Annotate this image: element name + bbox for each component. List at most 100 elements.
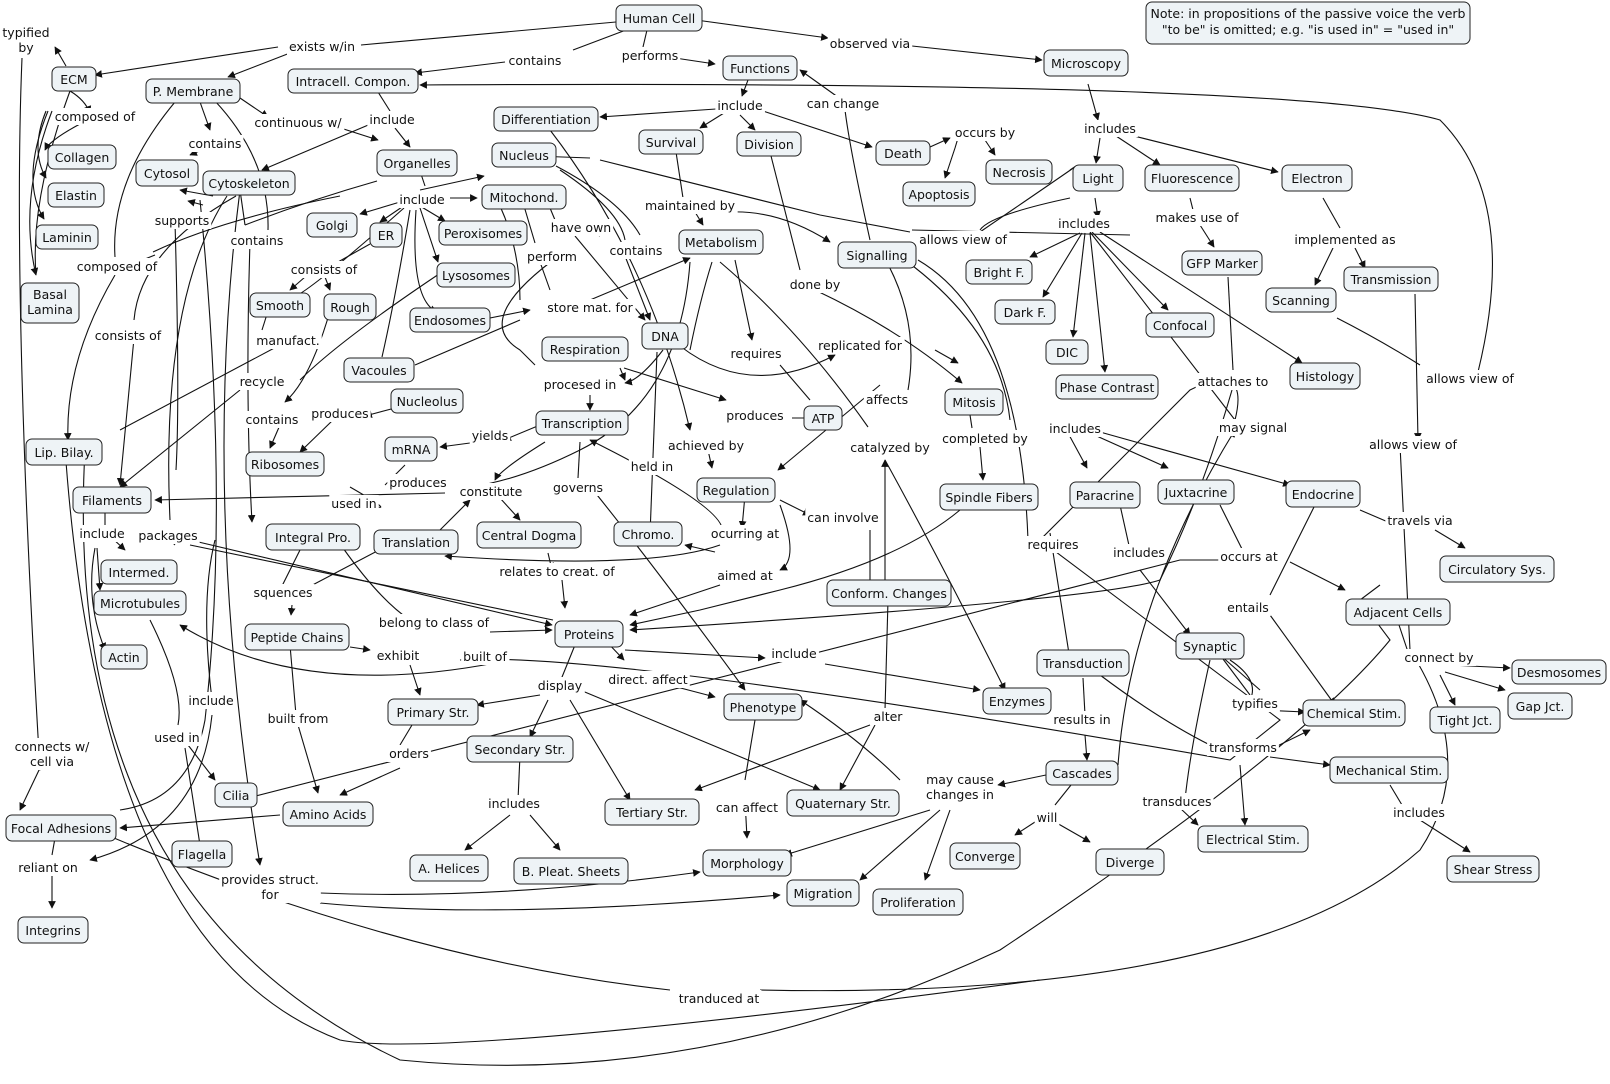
node-paracrine[interactable]: Paracrine: [1069, 481, 1141, 509]
node-shear-stress[interactable]: Shear Stress: [1446, 855, 1540, 883]
node-nucleus[interactable]: Nucleus: [491, 142, 557, 168]
node-adjacent-cells[interactable]: Adjacent Cells: [1345, 598, 1451, 626]
node-human-cell[interactable]: Human Cell: [615, 4, 703, 32]
node-lysosomes[interactable]: Lysosomes: [436, 262, 516, 288]
node-b-pleat-sheets[interactable]: B. Pleat. Sheets: [513, 857, 629, 885]
node-respiration[interactable]: Respiration: [541, 336, 629, 362]
node-endosomes[interactable]: Endosomes: [409, 307, 491, 333]
node-spindle-fibers[interactable]: Spindle Fibers: [939, 483, 1039, 511]
node-diverge[interactable]: Diverge: [1095, 848, 1165, 876]
node-quaternary-str[interactable]: Quaternary Str.: [786, 789, 900, 817]
node-bright-f[interactable]: Bright F.: [965, 259, 1033, 285]
node-fluorescence[interactable]: Fluorescence: [1144, 164, 1240, 192]
node-secondary-str[interactable]: Secondary Str.: [466, 735, 574, 763]
node-functions[interactable]: Functions: [722, 55, 798, 81]
node-electrical-stim[interactable]: Electrical Stim.: [1197, 825, 1309, 853]
node-microscopy[interactable]: Microscopy: [1043, 49, 1129, 77]
node-enzymes[interactable]: Enzymes: [982, 687, 1052, 715]
node-flagella[interactable]: Flagella: [171, 840, 233, 868]
node-scanning[interactable]: Scanning: [1265, 287, 1337, 313]
node-mrna[interactable]: mRNA: [384, 436, 438, 462]
node-tertiary-str[interactable]: Tertiary Str.: [604, 798, 700, 826]
node-cytoskeleton[interactable]: Cytoskeleton: [202, 170, 296, 196]
node-electron[interactable]: Electron: [1281, 164, 1353, 192]
node-dark-f[interactable]: Dark F.: [994, 299, 1056, 325]
node-migration[interactable]: Migration: [786, 879, 860, 907]
node-integrins[interactable]: Integrins: [17, 916, 89, 944]
node-intermed[interactable]: Intermed.: [100, 559, 178, 585]
node-division[interactable]: Division: [736, 131, 802, 157]
node-cascades[interactable]: Cascades: [1045, 760, 1119, 786]
node-transmission[interactable]: Transmission: [1343, 266, 1439, 292]
node-translation[interactable]: Translation: [373, 529, 459, 555]
node-juxtacrine[interactable]: Juxtacrine: [1157, 479, 1235, 505]
node-vacoules[interactable]: Vacoules: [343, 357, 415, 383]
node-primary-str[interactable]: Primary Str.: [387, 698, 479, 726]
node-actin[interactable]: Actin: [100, 644, 148, 670]
node-proliferation[interactable]: Proliferation: [872, 888, 964, 916]
node-focal-adhesions[interactable]: Focal Adhesions: [5, 814, 117, 842]
node-cilia[interactable]: Cilia: [214, 782, 258, 808]
node-central-dogma[interactable]: Central Dogma: [476, 521, 582, 549]
node-a-helices[interactable]: A. Helices: [409, 854, 489, 882]
node-regulation[interactable]: Regulation: [696, 477, 776, 503]
node-organelles[interactable]: Organelles: [376, 149, 458, 177]
node-amino-acids[interactable]: Amino Acids: [282, 801, 374, 827]
node-light[interactable]: Light: [1072, 164, 1124, 192]
node-survival[interactable]: Survival: [638, 129, 704, 155]
node-phenotype[interactable]: Phenotype: [723, 693, 803, 721]
node-dna[interactable]: DNA: [641, 322, 689, 350]
node-microtubules[interactable]: Microtubules: [93, 590, 187, 616]
node-filaments[interactable]: Filaments: [72, 486, 152, 514]
node-morphology[interactable]: Morphology: [702, 849, 792, 877]
node-mechanical-stim[interactable]: Mechanical Stim.: [1329, 756, 1449, 784]
node-conform-changes[interactable]: Conform. Changes: [826, 579, 952, 607]
node-histology[interactable]: Histology: [1289, 362, 1361, 390]
node-integral-pro[interactable]: Integral Pro.: [265, 523, 361, 551]
node-confocal[interactable]: Confocal: [1145, 312, 1215, 338]
node-ribosomes[interactable]: Ribosomes: [245, 451, 325, 477]
node-mitochond[interactable]: Mitochond.: [481, 184, 567, 210]
node-dic[interactable]: DIC: [1045, 339, 1089, 365]
node-cytosol[interactable]: Cytosol: [135, 159, 199, 187]
node-ecm[interactable]: ECM: [51, 66, 97, 92]
node-nucleolus[interactable]: Nucleolus: [390, 388, 464, 414]
node-laminin[interactable]: Laminin: [35, 224, 99, 250]
node-apoptosis[interactable]: Apoptosis: [902, 181, 976, 207]
node-endocrine[interactable]: Endocrine: [1285, 480, 1361, 508]
node-synaptic[interactable]: Synaptic: [1175, 632, 1245, 660]
node-peroxisomes[interactable]: Peroxisomes: [438, 220, 528, 246]
node-lip-bilay[interactable]: Lip. Bilay.: [25, 438, 103, 466]
node-necrosis[interactable]: Necrosis: [985, 159, 1053, 185]
node-death[interactable]: Death: [875, 140, 931, 166]
node-collagen[interactable]: Collagen: [47, 144, 117, 170]
node-desmosomes[interactable]: Desmosomes: [1511, 659, 1607, 685]
node-proteins[interactable]: Proteins: [554, 620, 624, 648]
node-circulatory-sys[interactable]: Circulatory Sys.: [1439, 555, 1555, 583]
node-transduction[interactable]: Transduction: [1036, 649, 1130, 677]
node-rough[interactable]: Rough: [323, 293, 377, 321]
node-gap-jct[interactable]: Gap Jct.: [1507, 692, 1573, 720]
node-chemical-stim[interactable]: Chemical Stim.: [1302, 699, 1406, 727]
node-mitosis[interactable]: Mitosis: [944, 388, 1004, 416]
node-golgi[interactable]: Golgi: [306, 212, 358, 238]
node-metabolism[interactable]: Metabolism: [678, 229, 764, 255]
node-atp[interactable]: ATP: [803, 405, 843, 431]
node-er[interactable]: ER: [369, 222, 403, 248]
node-peptide-chains[interactable]: Peptide Chains: [244, 623, 350, 651]
link-maintained-by: maintained by: [645, 198, 736, 213]
node-elastin[interactable]: Elastin: [47, 182, 105, 208]
node-intracell-compon[interactable]: Intracell. Compon.: [287, 68, 419, 94]
node-smooth[interactable]: Smooth: [249, 292, 311, 318]
node-p-membrane[interactable]: P. Membrane: [145, 78, 241, 104]
node-gfp-marker[interactable]: GFP Marker: [1181, 250, 1263, 276]
link-used-in: used in: [154, 730, 199, 745]
node-chromo[interactable]: Chromo.: [613, 521, 683, 547]
node-transcription[interactable]: Transcription: [535, 410, 629, 436]
node-signalling[interactable]: Signalling: [837, 241, 917, 269]
node-tight-jct[interactable]: Tight Jct.: [1429, 706, 1501, 734]
node-converge[interactable]: Converge: [949, 842, 1021, 870]
node-phase-contrast[interactable]: Phase Contrast: [1055, 374, 1159, 400]
node-differentiation[interactable]: Differentiation: [493, 106, 599, 132]
